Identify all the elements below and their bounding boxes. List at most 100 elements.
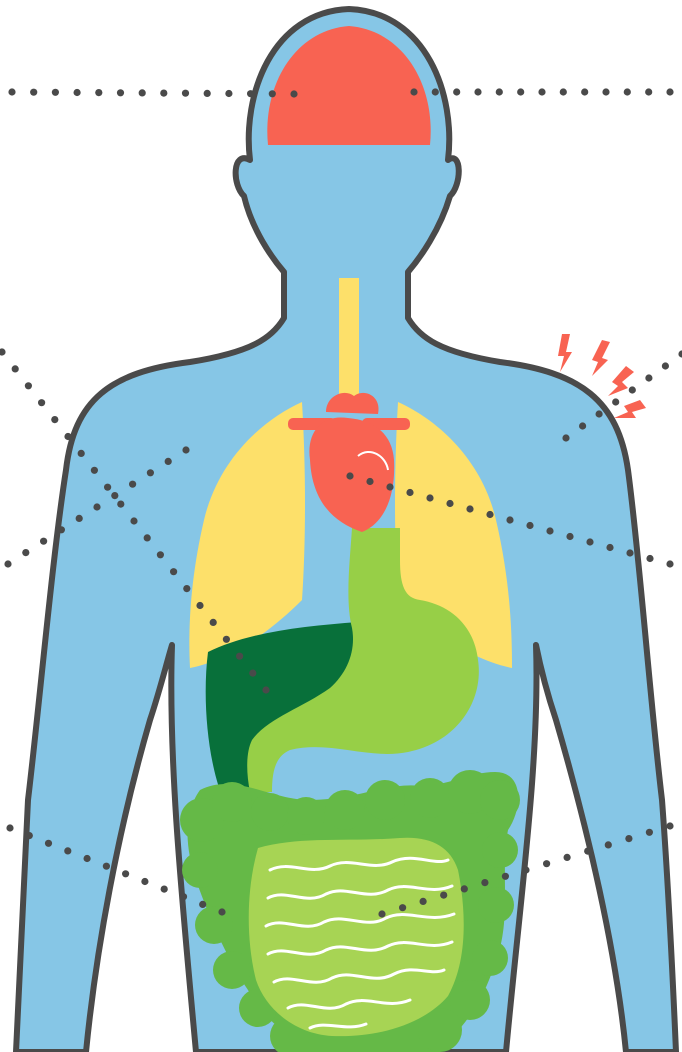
leader-dot: [526, 522, 533, 529]
leader-dot: [139, 89, 146, 96]
leader-dot: [141, 878, 148, 885]
leader-dot: [225, 90, 232, 97]
leader-dot: [22, 549, 29, 556]
leader-dot: [645, 88, 652, 95]
leader-dot: [74, 89, 81, 96]
leader-dot: [517, 88, 524, 95]
leader-dot: [4, 560, 11, 567]
leader-dot: [170, 568, 177, 575]
leader-dot: [45, 840, 52, 847]
leader-dot: [481, 879, 488, 886]
leader-dot: [147, 469, 154, 476]
leader-dot: [606, 544, 613, 551]
leader-dot: [64, 847, 71, 854]
leader-dot: [378, 910, 385, 917]
leader-dot: [432, 88, 439, 95]
leader-dot: [6, 824, 13, 831]
leader-dot: [196, 602, 203, 609]
leader-dot: [625, 835, 632, 842]
leader-dot: [581, 88, 588, 95]
leader-dot: [30, 89, 37, 96]
leader-dot: [543, 860, 550, 867]
leader-dot: [522, 866, 529, 873]
leader-dot: [247, 90, 254, 97]
leader-dot: [466, 505, 473, 512]
leader-dot: [290, 90, 297, 97]
leader-dot: [486, 511, 493, 518]
leader-dot: [506, 516, 513, 523]
leader-dot: [76, 515, 83, 522]
leader-dot: [93, 503, 100, 510]
leader-dot: [51, 416, 58, 423]
trachea-icon: [339, 278, 359, 408]
leader-dot: [165, 458, 172, 465]
leader-dot: [0, 348, 6, 355]
leader-dot: [496, 88, 503, 95]
leader-dot: [562, 434, 569, 441]
leader-dot: [269, 90, 276, 97]
leader-dot: [84, 855, 91, 862]
leader-dot: [104, 484, 111, 491]
leader-dot: [103, 863, 110, 870]
leader-dot: [218, 908, 225, 915]
leader-dot: [546, 527, 553, 534]
leader-dot: [8, 88, 15, 95]
leader-dot: [161, 886, 168, 893]
leader-dot: [210, 619, 217, 626]
leader-dot: [386, 483, 393, 490]
leader-dot: [182, 446, 189, 453]
leader-dot: [560, 88, 567, 95]
leader-dot: [646, 829, 653, 836]
leader-dot: [58, 526, 65, 533]
leader-dot: [461, 885, 468, 892]
leader-dot: [678, 350, 682, 357]
leader-dot: [566, 533, 573, 540]
leader-dot: [629, 386, 636, 393]
leader-dot: [420, 898, 427, 905]
leader-dot: [130, 517, 137, 524]
leader-dot: [426, 494, 433, 501]
leader-dot: [586, 538, 593, 545]
leader-dot: [117, 501, 124, 508]
leader-dot: [26, 832, 33, 839]
leader-dot: [157, 551, 164, 558]
leader-dot: [204, 90, 211, 97]
leader-dot: [64, 433, 71, 440]
leader-dot: [199, 901, 206, 908]
leader-dot: [666, 822, 673, 829]
leader-dot: [40, 538, 47, 545]
leader-dot: [180, 893, 187, 900]
leader-dot: [129, 481, 136, 488]
leader-dot: [12, 365, 19, 372]
leader-dot: [160, 90, 167, 97]
leader-dot: [446, 500, 453, 507]
leader-dot: [117, 89, 124, 96]
leader-dot: [410, 88, 417, 95]
leader-dot: [95, 89, 102, 96]
leader-dot: [666, 88, 673, 95]
leader-dot: [366, 478, 373, 485]
leader-dot: [596, 410, 603, 417]
leader-dot: [662, 362, 669, 369]
leader-dot: [646, 555, 653, 562]
leader-dot: [612, 398, 619, 405]
leader-dot: [474, 88, 481, 95]
leader-dot: [78, 450, 85, 457]
leader-dot: [122, 870, 129, 877]
leader-dot: [453, 88, 460, 95]
leader-dot: [666, 560, 673, 567]
leader-dot: [502, 873, 509, 880]
leader-dot: [440, 892, 447, 899]
leader-dot: [538, 88, 545, 95]
leader-dot: [399, 904, 406, 911]
leader-dot: [564, 854, 571, 861]
leader-dot: [236, 653, 243, 660]
leader-dot: [626, 549, 633, 556]
leader-dot: [406, 489, 413, 496]
leader-dot: [52, 89, 59, 96]
leader-dot: [624, 88, 631, 95]
leader-dot: [144, 534, 151, 541]
leader-dot: [262, 686, 269, 693]
leader-dot: [25, 382, 32, 389]
